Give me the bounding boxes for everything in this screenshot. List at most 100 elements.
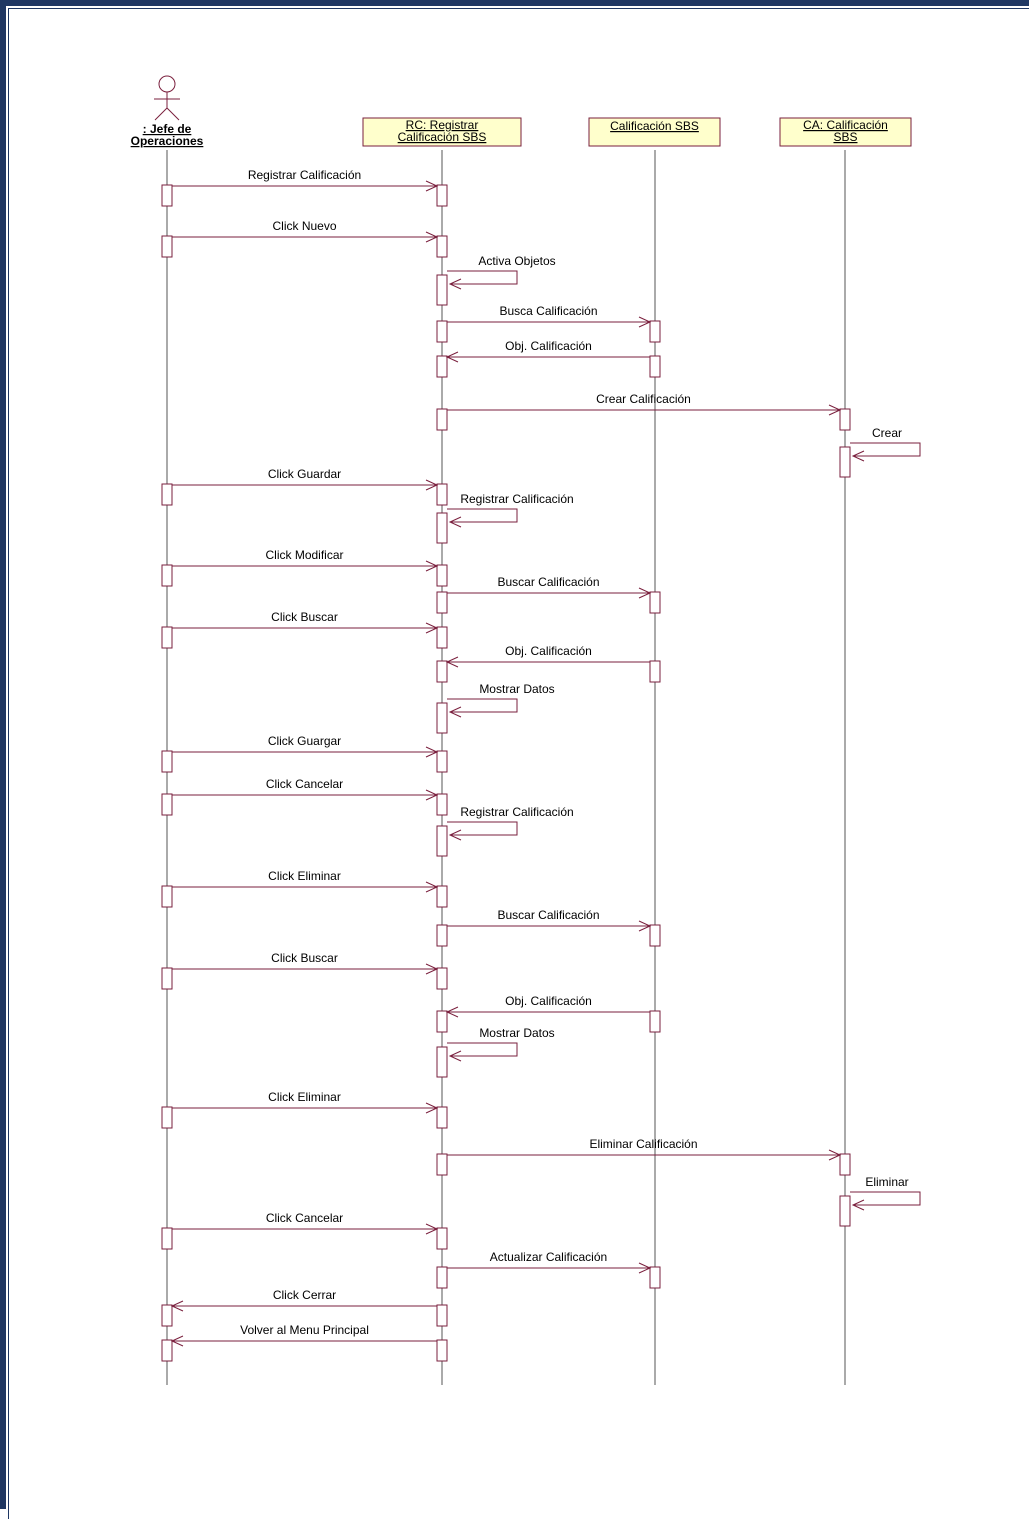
- message-3: Activa Objetos: [447, 254, 556, 290]
- activation-bar-rc: [436, 1046, 448, 1078]
- activation-bar-actor: [161, 626, 173, 649]
- object-rc-line2: Calificación SBS: [398, 130, 487, 144]
- object-rc-line1: RC: Registrar: [406, 118, 479, 132]
- activation-bar-rc: [436, 702, 448, 734]
- message-label: Obj. Calificación: [505, 994, 592, 1008]
- activation-bar-cal: [649, 320, 661, 343]
- activation-bar-cal: [649, 924, 661, 947]
- message-label: Buscar Calificación: [497, 908, 599, 922]
- activation-bar-rc: [436, 355, 448, 378]
- activation-bar-ca: [839, 1195, 851, 1227]
- activation-bar-actor: [161, 184, 173, 207]
- activation-bar-rc: [436, 564, 448, 587]
- message-label: Volver al Menu Principal: [240, 1323, 369, 1337]
- activation-bar-rc: [436, 626, 448, 649]
- message-label: Click Guargar: [268, 734, 341, 748]
- activation-bar-ca: [839, 1153, 851, 1176]
- message-13: Obj. Calificación: [445, 644, 650, 668]
- message-12: Click Buscar: [172, 610, 439, 634]
- message-label: Obj. Calificación: [505, 644, 592, 658]
- message-18: Click Eliminar: [172, 869, 439, 893]
- activation-bar-rc: [436, 885, 448, 908]
- message-22: Mostrar Datos: [447, 1026, 555, 1062]
- activation-bar-rc: [436, 591, 448, 614]
- actor-figure: [154, 75, 180, 121]
- message-20: Click Buscar: [172, 951, 439, 975]
- activation-bar-cal: [649, 1266, 661, 1289]
- activation-bar-actor: [161, 1106, 173, 1129]
- message-2: Click Nuevo: [172, 219, 439, 243]
- activation-bar-rc: [436, 750, 448, 773]
- message-21: Obj. Calificación: [445, 994, 650, 1018]
- activation-bar-rc: [436, 825, 448, 857]
- activation-bar-rc: [436, 184, 448, 207]
- message-label: Registrar Calificación: [248, 168, 361, 182]
- message-label: Buscar Calificación: [497, 575, 599, 589]
- message-label: Registrar Calificación: [460, 805, 573, 819]
- activation-bar-rc: [436, 1339, 448, 1362]
- message-28: Click Cerrar: [170, 1288, 437, 1312]
- activation-bar-actor: [161, 967, 173, 990]
- message-label: Activa Objetos: [478, 254, 555, 268]
- message-1: Registrar Calificación: [172, 168, 439, 192]
- message-5: Obj. Calificación: [445, 339, 650, 363]
- message-label: Click Eliminar: [268, 1090, 341, 1104]
- message-25: Eliminar: [850, 1175, 921, 1211]
- message-16: Click Cancelar: [172, 777, 439, 801]
- object-ca-line1: CA: Calificación: [803, 118, 888, 132]
- message-9: Registrar Calificación: [447, 492, 574, 528]
- activation-bar-ca: [839, 446, 851, 478]
- message-label: Click Cancelar: [266, 1211, 343, 1225]
- object-ca-line2: SBS: [833, 130, 857, 144]
- activation-bar-rc: [436, 1106, 448, 1129]
- message-15: Click Guargar: [172, 734, 439, 758]
- message-label: Busca Calificación: [499, 304, 597, 318]
- message-label: Click Buscar: [271, 951, 338, 965]
- activation-bar-rc: [436, 274, 448, 306]
- activation-bar-actor: [161, 1339, 173, 1362]
- message-26: Click Cancelar: [172, 1211, 439, 1235]
- activation-bar-actor: [161, 564, 173, 587]
- activation-bar-rc: [436, 512, 448, 544]
- activation-bar-rc: [436, 1304, 448, 1327]
- message-label: Click Modificar: [265, 548, 343, 562]
- message-19: Buscar Calificación: [447, 908, 652, 932]
- activation-bar-rc: [436, 408, 448, 431]
- message-8: Click Guardar: [172, 467, 439, 491]
- object-cal-line1: Calificación SBS: [610, 119, 699, 133]
- message-27: Actualizar Calificación: [447, 1250, 652, 1274]
- message-29: Volver al Menu Principal: [170, 1323, 437, 1347]
- message-label: Click Buscar: [271, 610, 338, 624]
- activation-bar-rc: [436, 483, 448, 506]
- message-label: Click Eliminar: [268, 869, 341, 883]
- message-label: Click Cancelar: [266, 777, 343, 791]
- message-23: Click Eliminar: [172, 1090, 439, 1114]
- message-label: Crear: [872, 426, 902, 440]
- message-label: Mostrar Datos: [479, 682, 554, 696]
- activation-bar-rc: [436, 1153, 448, 1176]
- message-label: Actualizar Calificación: [490, 1250, 607, 1264]
- actor-name-line1: : Jefe de: [143, 122, 192, 136]
- object-box-cal: Calificación SBS: [588, 117, 721, 147]
- message-label: Eliminar: [865, 1175, 908, 1189]
- activation-bar-actor: [161, 483, 173, 506]
- activation-bar-rc: [436, 1266, 448, 1289]
- activation-bar-rc: [436, 793, 448, 816]
- message-label: Eliminar Calificación: [589, 1137, 697, 1151]
- activation-bar-rc: [436, 660, 448, 683]
- message-7: Crear: [850, 426, 921, 462]
- activation-bar-rc: [436, 235, 448, 258]
- message-24: Eliminar Calificación: [447, 1137, 842, 1161]
- activation-bar-ca: [839, 408, 851, 431]
- activation-bar-actor: [161, 1227, 173, 1250]
- activation-bar-cal: [649, 1010, 661, 1033]
- message-label: Registrar Calificación: [460, 492, 573, 506]
- message-label: Crear Calificación: [596, 392, 691, 406]
- activation-bar-actor: [161, 793, 173, 816]
- activation-bar-cal: [649, 660, 661, 683]
- activation-bar-rc: [436, 1010, 448, 1033]
- activation-bar-actor: [161, 1304, 173, 1327]
- activation-bar-actor: [161, 750, 173, 773]
